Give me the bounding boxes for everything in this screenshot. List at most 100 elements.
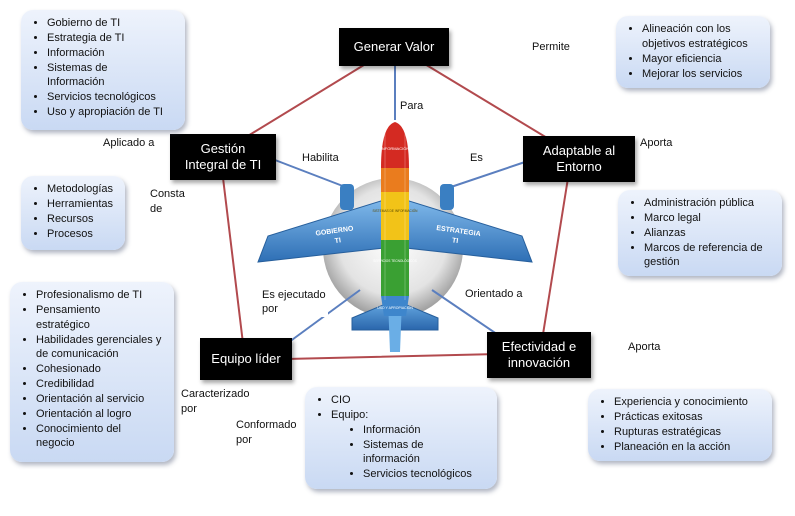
list-item: Prácticas exitosas (614, 410, 762, 425)
connector-habilita (274, 159, 349, 189)
list-item: Mayor eficiencia (642, 52, 760, 67)
list-item: Orientación al logro (36, 407, 164, 422)
fuselage-red (381, 122, 409, 168)
list-item: Conocimiento del negocio (36, 422, 136, 452)
list-item: Profesionalismo de TI (36, 288, 164, 303)
list-item: Pensamiento estratégico (36, 303, 128, 333)
list-item: Herramientas (47, 197, 115, 212)
node-efectividad: Efectividad e innovación (487, 332, 591, 378)
list-item: Rupturas estratégicas (614, 425, 762, 440)
label-permite: Permite (532, 41, 570, 53)
node-gestion-line1: Gestión (200, 140, 246, 156)
node-generar-valor-label: Generar Valor (353, 38, 435, 54)
label-aporta-1: Aporta (640, 137, 673, 149)
list-item: Metodologías (47, 182, 115, 197)
label-conformado-line1: Conformado (236, 419, 297, 431)
caption-para: Para (398, 100, 426, 112)
box-cio-list: CIO Equipo: Información Sistemas de info… (313, 393, 487, 482)
left-wing-label-2: TI (334, 237, 341, 245)
fuselage-green (381, 240, 409, 296)
list-item: Planeación en la acción (614, 440, 762, 455)
list-item: Mejorar los servicios (642, 67, 760, 82)
list-item: Alianzas (644, 226, 772, 241)
fuselage-blue-tail (381, 296, 409, 316)
box-profesionalismo: Profesionalismo de TI Pensamiento estrat… (10, 282, 174, 462)
list-item: Gobierno de TI (47, 16, 175, 31)
label-aporta-2: Aporta (628, 341, 661, 353)
label-caracterizado-line1: Caracterizado (181, 388, 250, 400)
fuselage-label-uso: USO Y APROPIACIÓN (377, 305, 413, 310)
caption-es-ejecutado-por: Es ejecutado por (260, 288, 328, 317)
box-metodologias: Metodologías Herramientas Recursos Proce… (21, 176, 125, 250)
connector-ejecutado (284, 289, 361, 346)
list-item: Alineación con los objetivos estratégico… (642, 22, 760, 52)
label-caracterizado-por: Caracterizado por (181, 387, 249, 417)
list-item: Administración pública (644, 196, 772, 211)
list-item: Experiencia y conocimiento (614, 395, 762, 410)
box-metodologias-list: Metodologías Herramientas Recursos Proce… (29, 182, 115, 241)
list-item: Servicios tecnológicos (363, 467, 487, 482)
label-caracterizado-line2: por (181, 402, 197, 415)
caption-es-ejecutado-line1: Es ejecutado (262, 289, 326, 301)
box-profesionalismo-list: Profesionalismo de TI Pensamiento estrat… (18, 288, 164, 451)
node-gestion-line2: Integral de TI (184, 157, 262, 172)
list-item: Sistemas de información (363, 438, 443, 468)
box-administracion-list: Administración pública Marco legal Alian… (626, 196, 772, 270)
box-alineacion-list: Alineación con los objetivos estratégico… (624, 22, 760, 81)
node-adaptable: Adaptable al Entorno (523, 136, 635, 182)
caption-habilita: Habilita (300, 152, 341, 164)
list-item: Credibilidad (36, 377, 164, 392)
fuselage-label-servicios: SERVICIOS TECNOLÓGICOS (373, 258, 417, 263)
list-item: Habilidades gerenciales y de comunicació… (36, 333, 164, 363)
list-item: Estrategia de TI (47, 31, 175, 46)
list-item: Uso y apropiación de TI (47, 105, 175, 120)
list-item: Sistemas de Información (47, 61, 137, 91)
right-wing-label-2: TI (452, 237, 459, 245)
label-consta-de: Consta de (150, 187, 185, 217)
fuselage-orange (381, 168, 409, 192)
fuselage-yellow (381, 192, 409, 240)
list-item: Orientación al servicio (36, 392, 164, 407)
list-item: Marco legal (644, 211, 772, 226)
box-gobierno-list: Gobierno de TI Estrategia de TI Informac… (29, 16, 175, 120)
caption-orientado-a: Orientado a (463, 288, 525, 300)
label-consta-line2: de (150, 202, 163, 215)
label-aplicado-a: Aplicado a (103, 137, 155, 149)
node-adaptable-line1: Adaptable al (542, 142, 616, 158)
list-item: Información (363, 423, 487, 438)
node-efectividad-line2: innovación (507, 355, 571, 370)
connector-es (447, 161, 526, 189)
list-item: Marcos de referencia de gestión (644, 241, 772, 271)
label-conformado-line2: por (236, 433, 252, 446)
list-item: Servicios tecnológicos (47, 90, 175, 105)
node-gestion-integral: Gestión Integral de TI (170, 134, 276, 180)
node-equipo-label: Equipo líder (211, 350, 281, 366)
list-item: CIO (331, 393, 487, 408)
cio-equipo-label: Equipo: (331, 408, 369, 421)
node-efectividad-line1: Efectividad e (501, 338, 577, 354)
node-equipo-lider: Equipo líder (200, 338, 292, 380)
list-item: Información (47, 46, 175, 61)
box-alineacion: Alineación con los objetivos estratégico… (616, 16, 770, 88)
box-gobierno: Gobierno de TI Estrategia de TI Informac… (21, 10, 185, 130)
list-item: Equipo: Información Sistemas de informac… (331, 408, 487, 482)
fuselage-label-informacion: INFORMACIÓN (381, 146, 410, 151)
label-consta-line1: Consta (150, 188, 185, 200)
list-item: Procesos (47, 227, 115, 242)
fuselage-stripes (384, 130, 406, 300)
box-experiencia: Experiencia y conocimiento Prácticas exi… (588, 389, 772, 461)
label-conformado-por: Conformado por (236, 418, 297, 448)
caption-es: Es (468, 152, 485, 164)
box-experiencia-list: Experiencia y conocimiento Prácticas exi… (596, 395, 762, 454)
left-engine (340, 184, 354, 210)
list-item: Recursos (47, 212, 115, 227)
node-adaptable-line2: Entorno (556, 159, 602, 174)
fuselage-label-sistemas: SISTEMAS DE INFORMACIÓN (373, 208, 419, 213)
right-engine (440, 184, 454, 210)
box-administracion: Administración pública Marco legal Alian… (618, 190, 782, 276)
node-generar-valor: Generar Valor (339, 28, 449, 66)
caption-es-ejecutado-line2: por (262, 303, 278, 316)
box-cio-sublist: Información Sistemas de información Serv… (331, 423, 487, 482)
